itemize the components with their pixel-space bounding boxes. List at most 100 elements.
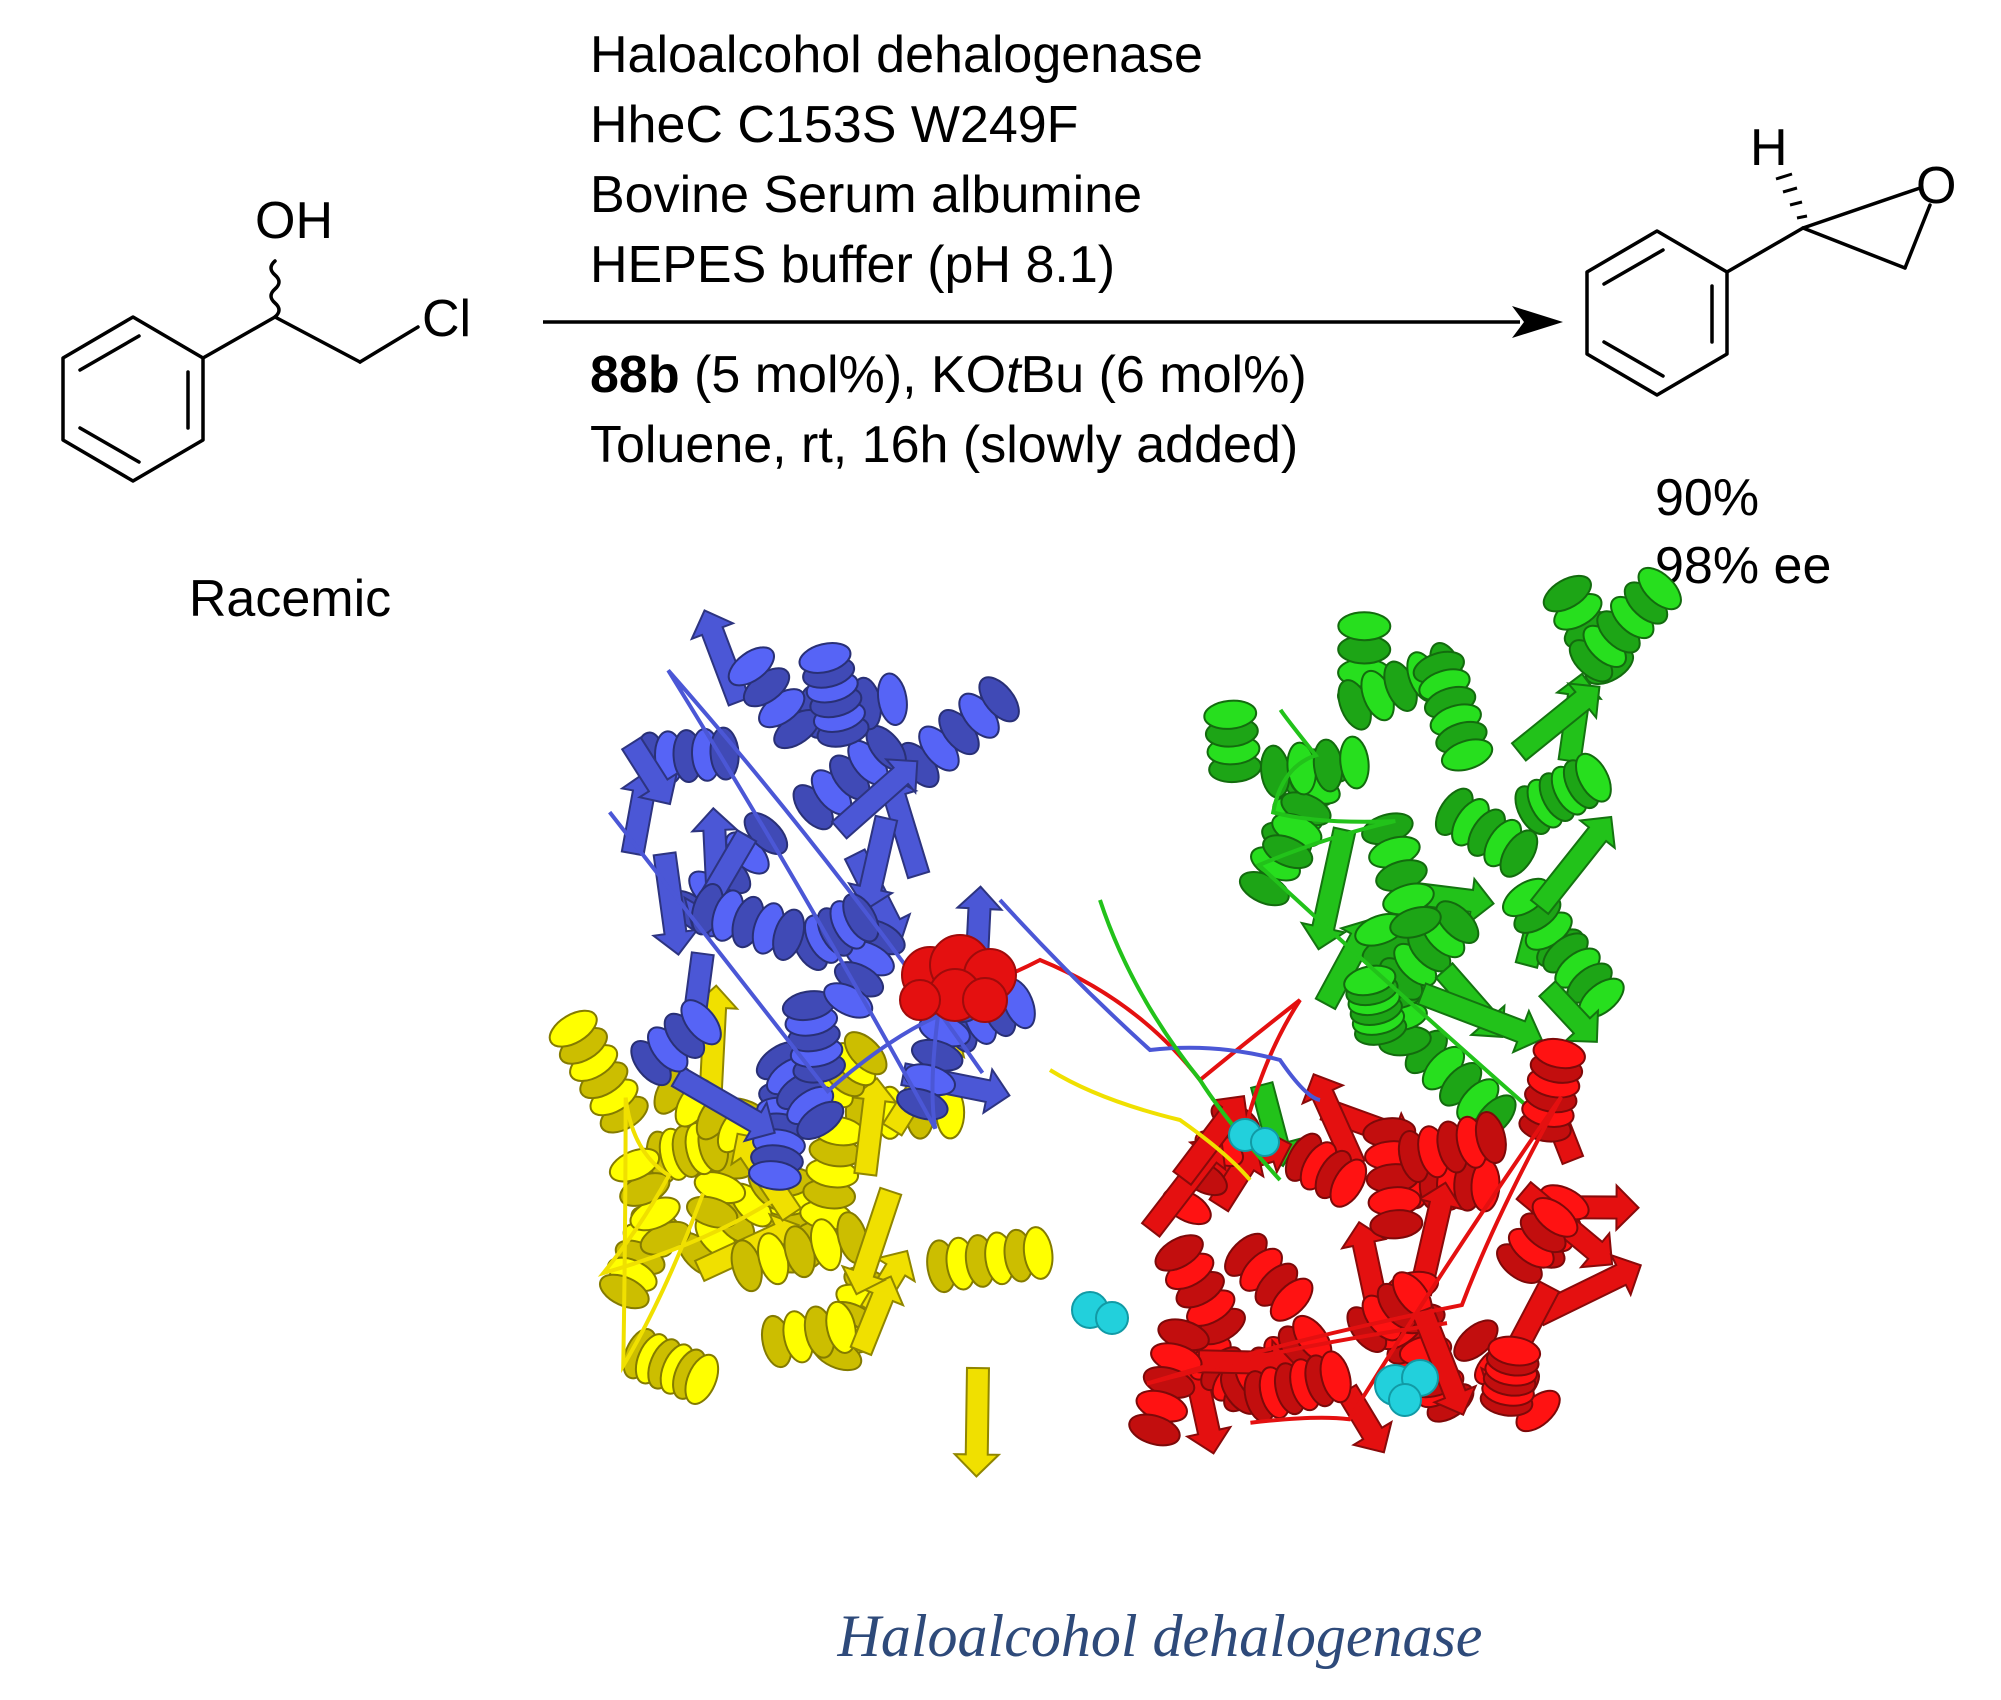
chain-c-coil — [1022, 1226, 1054, 1280]
chain-b-strand — [1416, 982, 1543, 1055]
chain-d-coil — [1474, 1111, 1507, 1164]
chain-a-coil — [680, 999, 722, 1046]
chain-d-coil — [1128, 1413, 1181, 1447]
chain-a-strand — [670, 1065, 776, 1143]
product-epoxide-c-c-bond — [1801, 226, 1907, 270]
chain-c-coil — [825, 1300, 857, 1354]
catalyst-tert: t — [1006, 346, 1023, 404]
reactant-structure: OH Cl — [61, 192, 471, 483]
chain-b-coil — [1337, 611, 1392, 642]
chain-a-coil — [876, 672, 908, 726]
reactant-oh-label: OH — [255, 192, 333, 250]
chain-b-coil — [1435, 900, 1480, 944]
product-epoxide-c-o-bond-1 — [1801, 186, 1922, 230]
chain-d-coil — [1531, 1196, 1579, 1238]
chain-a-strand — [651, 851, 700, 956]
chain-d-coil — [1369, 1209, 1424, 1240]
reactant-benzene-ring — [61, 315, 205, 483]
condition-solvent: Toluene, rt, 16h (slowly added) — [590, 416, 1298, 474]
chain-b-coil — [1542, 574, 1592, 613]
catalyst-compound-id: 88b — [590, 346, 680, 404]
reactant-ring-to-carbinol-bond — [201, 315, 277, 360]
chain-b-coil — [1440, 738, 1494, 772]
chain-a-coil — [798, 642, 852, 674]
chain-b-coil — [1343, 964, 1397, 997]
chain-a-coil — [772, 908, 806, 961]
chain-d-coil — [1154, 1234, 1204, 1272]
product-benzene-ring — [1585, 229, 1729, 397]
reaction-conditions: Haloalcohol dehalogenase HheC C153S W249… — [543, 26, 1563, 474]
chain-a-strand — [846, 814, 899, 912]
reactant-ring-double-bond-2 — [78, 426, 141, 464]
product-yield: 90% — [1655, 469, 1759, 527]
condition-enzyme: Haloalcohol dehalogenase — [590, 26, 1203, 84]
chain-b-coil — [1339, 735, 1370, 790]
chain-a-strand — [830, 758, 919, 840]
chain-b-coil — [1203, 699, 1258, 730]
reaction-arrow-head — [1512, 306, 1563, 338]
chain-a-coil — [796, 1100, 845, 1140]
product-hashed-h-bond — [1775, 172, 1808, 220]
reactant-ch2-to-cl-bond — [358, 325, 420, 364]
chain-c-strand — [952, 1366, 1002, 1478]
chain-d-coil — [1329, 1158, 1368, 1208]
chain-b-strand — [1529, 815, 1616, 916]
chain-d-strand — [1340, 1220, 1388, 1304]
active-site-sphere — [1388, 1383, 1422, 1417]
reactant-wavy-oh-bond — [269, 259, 281, 319]
catalyst-base: Bu (6 mol%) — [1021, 346, 1307, 404]
chain-d-strand — [1335, 1383, 1393, 1454]
protein-ribbon-structure — [548, 566, 1682, 1478]
catalyst-loading: (5 mol%), KO — [680, 346, 1007, 404]
product-h-label: H — [1750, 119, 1788, 177]
product-o-label: O — [1916, 157, 1956, 215]
chain-a-loop — [608, 669, 985, 1130]
ligand-sphere — [962, 977, 1008, 1023]
chain-a-coil — [748, 1160, 802, 1191]
product-ee: 98% ee — [1655, 537, 1831, 595]
chain-c-interface-loop — [1048, 1068, 1252, 1182]
chain-b-coil — [1575, 752, 1612, 803]
active-site-sphere — [1250, 1127, 1280, 1157]
ligand-sphere — [899, 979, 941, 1021]
chain-a-coil — [978, 676, 1020, 723]
chain-d-coil — [1269, 1277, 1314, 1322]
chain-b-strand — [1537, 979, 1600, 1043]
chain-d-coil — [1487, 1335, 1542, 1367]
condition-catalyst: 88b (5 mol%), KOtBu (6 mol%) — [590, 346, 1307, 404]
chain-c-coil — [548, 1009, 598, 1048]
product-structure: H O — [1585, 119, 1956, 397]
chain-a-coil — [727, 646, 775, 687]
chain-d-coil — [1319, 1350, 1352, 1404]
chain-a-strand — [620, 736, 679, 806]
active-site-sphere — [1095, 1301, 1129, 1335]
chain-c-loop — [597, 1097, 776, 1374]
chain-c-coil — [684, 1353, 720, 1405]
chain-c-coil — [843, 1031, 888, 1076]
chain-b-strand — [1416, 876, 1495, 926]
chain-b-coil — [1389, 905, 1442, 939]
chain-c-strand — [840, 1186, 903, 1296]
protein-caption: Haloalcohol dehalogenase — [837, 1603, 1483, 1669]
product-epoxide-c-o-bond-2 — [1903, 203, 1932, 270]
condition-albumin: Bovine Serum albumine — [590, 166, 1142, 224]
product-ring-to-epoxide-bond — [1725, 226, 1805, 274]
reactant-cl-label: Cl — [422, 290, 471, 348]
chain-d-strand — [1410, 1305, 1478, 1416]
reactant-ring-double-bond-1 — [78, 334, 141, 372]
condition-mutant: HheC C153S W249F — [590, 96, 1078, 154]
chain-a-coil — [842, 893, 880, 943]
chain-b-strand — [1510, 682, 1601, 762]
product-ring-double-bond-1 — [1602, 248, 1665, 286]
chain-a-interface-loop — [998, 898, 1321, 1102]
chain-d-coil — [1532, 1037, 1586, 1070]
product-ring-double-bond-2 — [1602, 340, 1665, 378]
chain-d-coil — [1453, 1319, 1499, 1362]
condition-buffer: HEPES buffer (pH 8.1) — [590, 236, 1115, 294]
chain-b-coil — [1637, 566, 1682, 611]
chain-b-loop — [1255, 708, 1542, 1120]
reactant-stereo-label: Racemic — [189, 570, 391, 628]
reactant-carbinol-to-ch2-bond — [273, 315, 362, 364]
